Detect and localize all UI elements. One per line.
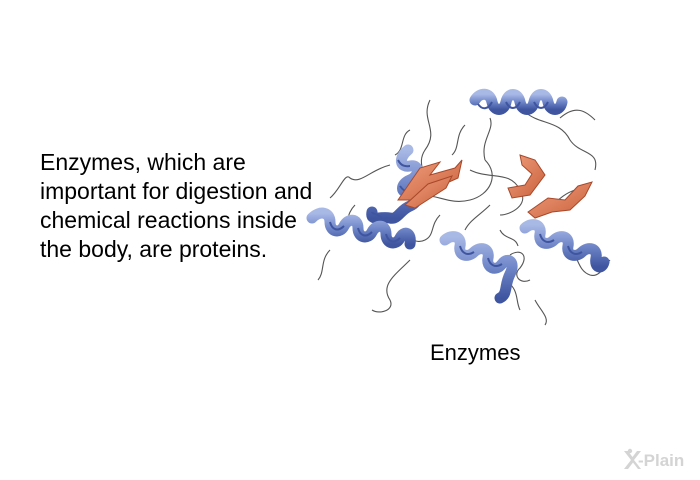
coil-loops	[317, 99, 611, 326]
helix-bottom-center	[439, 231, 518, 304]
x-plain-logo: -Plain	[622, 447, 696, 475]
sheet-right-upper	[507, 154, 546, 199]
protein-structure-illustration	[306, 88, 611, 326]
sheet-center	[397, 159, 463, 209]
illustration-caption: Enzymes	[430, 340, 521, 365]
body-text: Enzymes, which are important for digesti…	[40, 149, 313, 262]
helix-top	[469, 88, 568, 115]
helix-right	[519, 219, 610, 273]
sheet-right-lower	[527, 181, 593, 219]
logo-x-mark-icon	[624, 448, 641, 469]
helix-left-horizontal	[306, 207, 416, 250]
logo-text: -Plain	[638, 451, 685, 470]
